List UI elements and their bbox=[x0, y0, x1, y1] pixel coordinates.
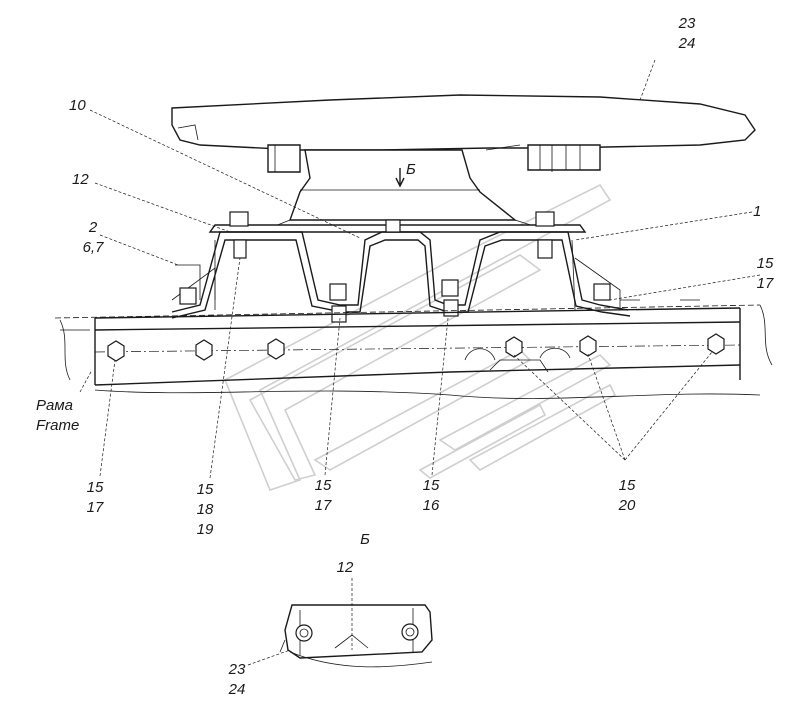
callout-15-17-mid: 15 17 bbox=[314, 477, 332, 514]
section-arrow bbox=[395, 168, 405, 188]
callout-2-6-7: 2 6,7 bbox=[82, 219, 104, 256]
section-mark-b: Б bbox=[406, 161, 416, 178]
callout-15-18-19: 15 18 19 bbox=[196, 481, 214, 538]
frame-rail bbox=[54, 299, 773, 399]
callout-15-17-right: 15 17 bbox=[756, 255, 774, 292]
frame-bolts bbox=[107, 333, 725, 362]
callout-15-20: 15 20 bbox=[618, 477, 636, 514]
fifth-wheel-plate bbox=[171, 94, 756, 173]
callout-10: 10 bbox=[69, 97, 86, 114]
callout-15-16: 15 16 bbox=[422, 477, 440, 514]
saddle-bracket bbox=[208, 149, 587, 233]
view-b-detail bbox=[279, 604, 433, 668]
callout-1: 1 bbox=[753, 203, 762, 220]
callout-15-17-left: 15 17 bbox=[86, 479, 104, 516]
callout-23-24-top: 23 24 bbox=[678, 15, 696, 52]
leader-lines bbox=[79, 59, 761, 666]
frame-label: Рама Frame bbox=[36, 397, 80, 434]
view-b-title: Б bbox=[360, 531, 370, 548]
callout-23-24-view: 23 24 bbox=[228, 661, 246, 698]
callout-12-view: 12 bbox=[336, 559, 354, 576]
callout-12-top: 12 bbox=[72, 171, 89, 188]
